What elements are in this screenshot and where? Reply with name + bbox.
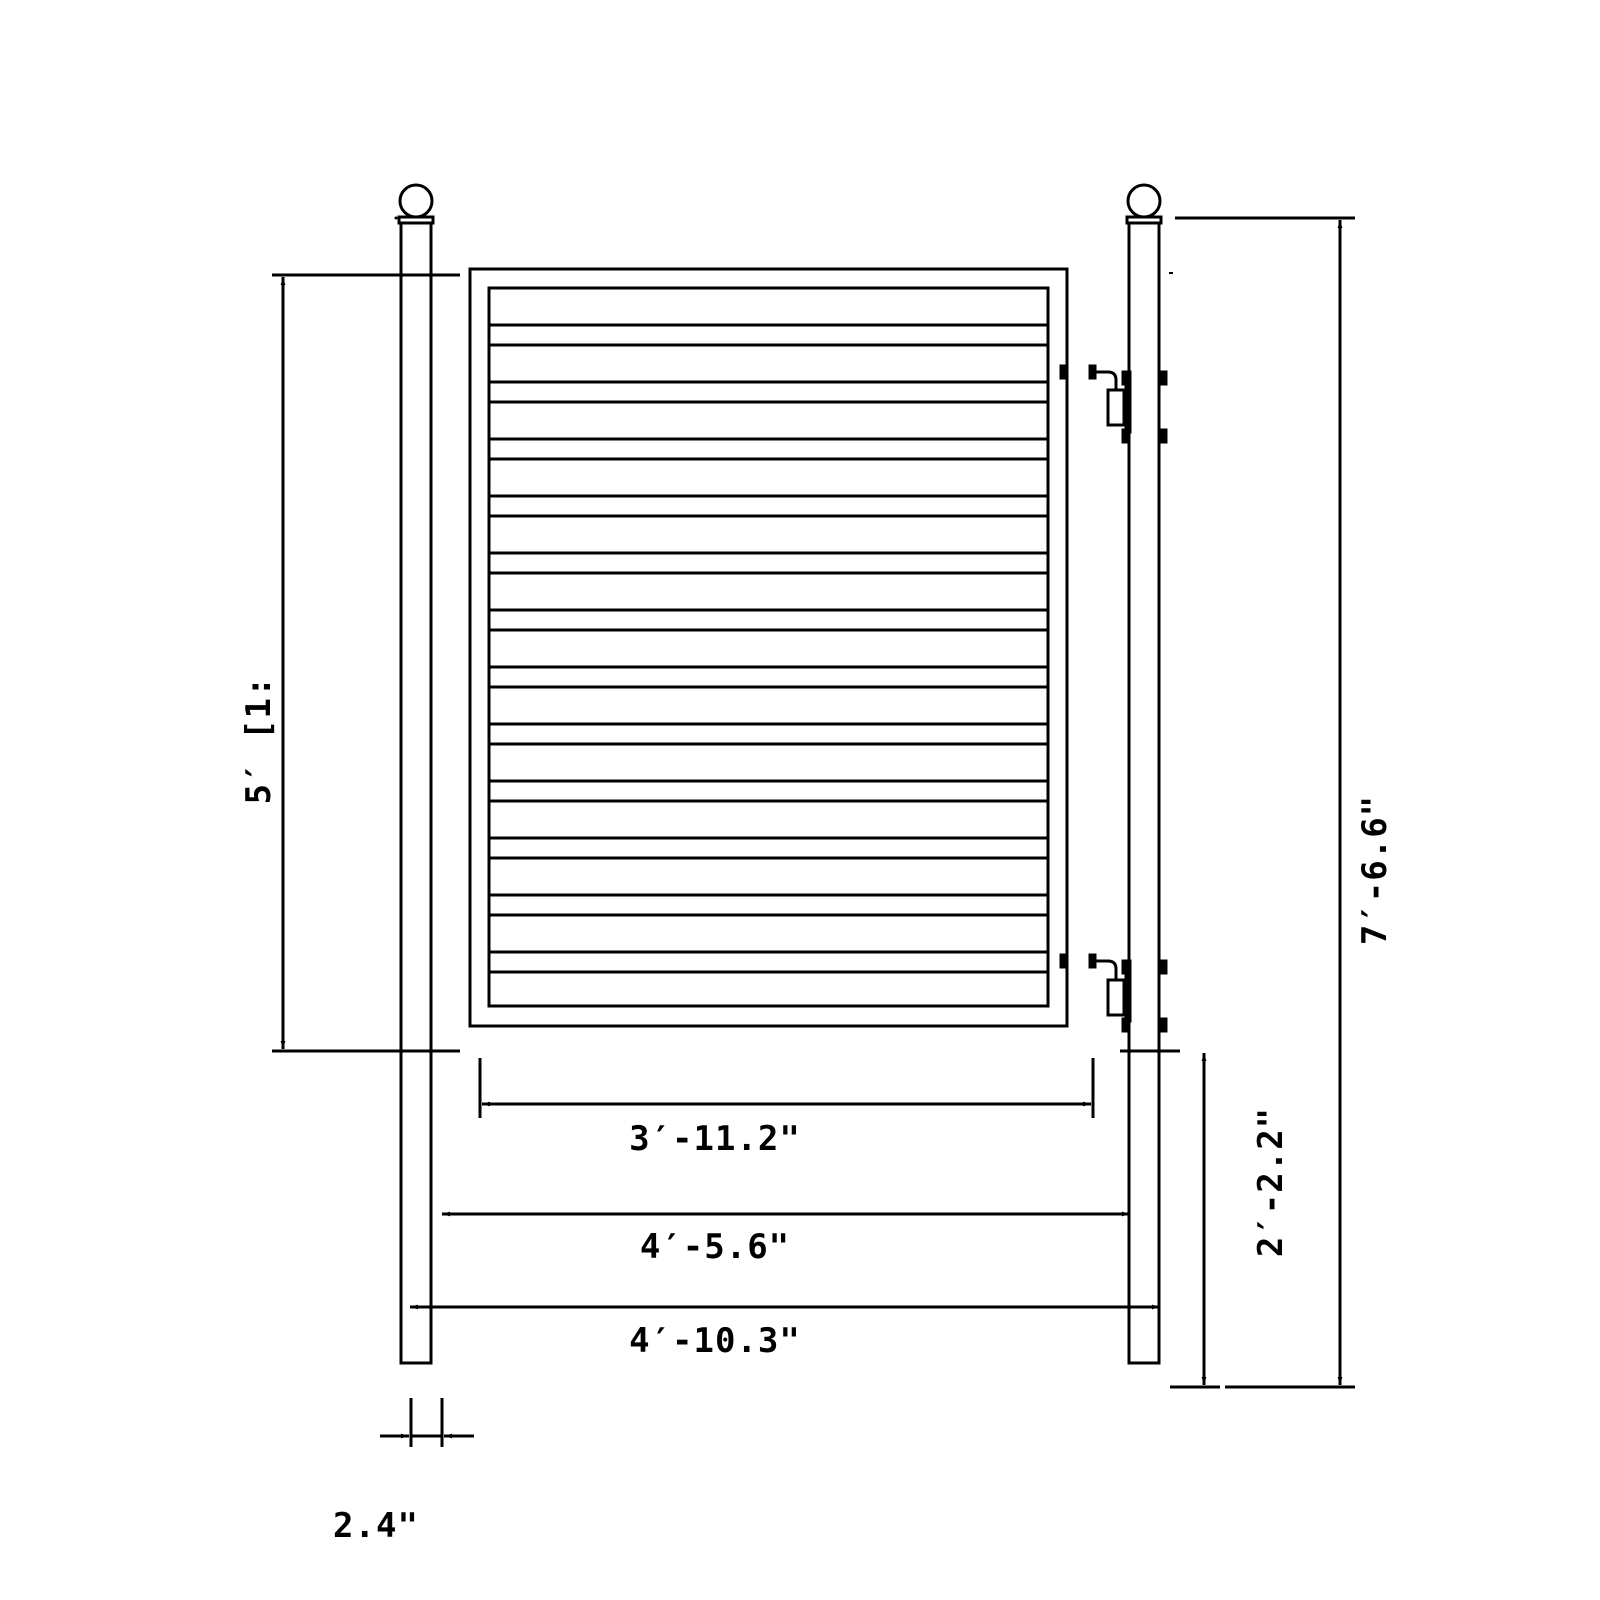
right-post-shaft bbox=[1127, 221, 1161, 1365]
dim-post-total-height-label: 7′-6.6" bbox=[1355, 795, 1395, 945]
dim-post-below-gate-label: 2′-2.2" bbox=[1251, 1107, 1291, 1257]
drafting-mark bbox=[1169, 272, 1173, 274]
upper-hinge-icon bbox=[1059, 364, 1168, 444]
dim-opening-label: 4′-5.6" bbox=[640, 1227, 790, 1267]
gate-inner-frame bbox=[487, 286, 1050, 1008]
gate-panel bbox=[468, 267, 1069, 1028]
right-post bbox=[1125, 183, 1163, 1365]
lower-hinge-icon bbox=[1059, 953, 1168, 1033]
gate-outer-frame bbox=[468, 267, 1069, 1028]
right-post-ball-cap-icon bbox=[1126, 183, 1162, 219]
left-post-ball-cap-icon bbox=[398, 183, 434, 219]
dim-gate-height-label: 5′ [1: bbox=[239, 676, 279, 805]
dim-post-below-gate bbox=[1120, 1049, 1220, 1389]
dim-gate-width bbox=[478, 1058, 1095, 1118]
dim-gate-width-label: 3′-11.2" bbox=[629, 1119, 801, 1159]
left-post-shaft bbox=[399, 221, 433, 1365]
dim-overall-label: 4′-10.3" bbox=[629, 1321, 801, 1361]
drafting-mark bbox=[394, 216, 398, 220]
dim-post-total-height bbox=[1175, 216, 1355, 1389]
dim-gate-height bbox=[272, 273, 460, 1053]
dim-post-width bbox=[380, 1398, 474, 1447]
left-post bbox=[397, 183, 435, 1365]
dim-post-width-label: 2.4" bbox=[333, 1506, 419, 1546]
gate-slats bbox=[489, 323, 1048, 974]
